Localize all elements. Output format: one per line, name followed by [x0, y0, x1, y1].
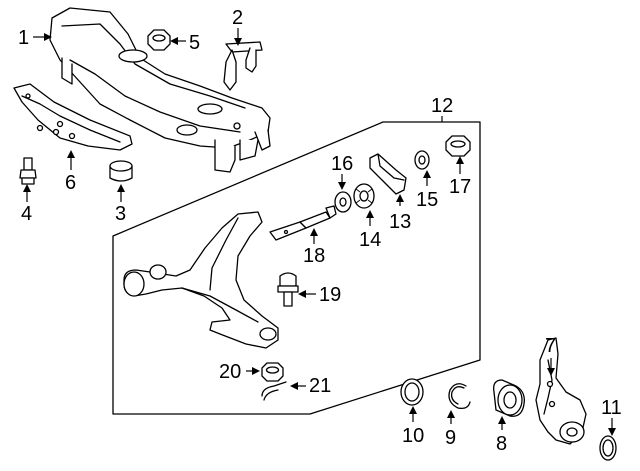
leader-lines: [23, 28, 616, 436]
part-20-nut[interactable]: [261, 362, 284, 382]
part-21-cotter-pin[interactable]: [261, 381, 287, 401]
part-11-seal[interactable]: [599, 435, 617, 461]
callout-15: 15: [416, 189, 438, 211]
part-6-brace[interactable]: [13, 83, 133, 151]
callout-14: 14: [359, 229, 381, 251]
callout-11: 11: [601, 397, 622, 419]
callout-1: 1: [18, 27, 29, 49]
part-3-nut[interactable]: [109, 160, 133, 182]
part-9-snap-ring[interactable]: [448, 383, 471, 410]
callout-5: 5: [189, 32, 200, 54]
callout-13: 13: [389, 211, 411, 233]
callout-21: 21: [309, 375, 331, 397]
callout-20: 20: [219, 361, 241, 383]
part-8-bearing[interactable]: [493, 379, 525, 417]
part-2-bracket[interactable]: [223, 41, 263, 91]
part-14-bushing[interactable]: [353, 183, 375, 209]
callout-9: 9: [445, 427, 456, 449]
part-4-bolt[interactable]: [19, 157, 37, 185]
callout-8: 8: [496, 433, 507, 455]
callout-7: 7: [545, 335, 556, 357]
callout-10: 10: [402, 425, 424, 447]
callout-3: 3: [115, 203, 126, 225]
callout-2: 2: [232, 7, 243, 29]
callout-16: 16: [331, 153, 353, 175]
part-7-knuckle[interactable]: [535, 337, 587, 445]
part-10-seal[interactable]: [400, 378, 424, 406]
part-1-crossmember[interactable]: [49, 7, 271, 173]
part-19-ball-joint[interactable]: [277, 272, 299, 307]
lower-control-arm[interactable]: [123, 211, 279, 349]
part-5-nut[interactable]: [147, 29, 171, 51]
callout-12: 12: [431, 95, 453, 117]
callout-17: 17: [449, 176, 471, 198]
part-17-nut[interactable]: [445, 135, 471, 157]
part-16-washer[interactable]: [334, 191, 352, 213]
callout-labels: 1 2 3 4 5 6 7 8 9 10 11 12 13 14 15 16 1…: [18, 7, 622, 455]
callout-6: 6: [65, 172, 76, 194]
callout-4: 4: [21, 203, 32, 225]
callout-19: 19: [319, 284, 341, 306]
callout-18: 18: [303, 245, 325, 267]
assembly-12-outline: [112, 121, 481, 415]
part-18-pin[interactable]: [269, 205, 337, 241]
part-15-washer[interactable]: [414, 150, 430, 170]
part-13-bracket[interactable]: [369, 153, 407, 195]
